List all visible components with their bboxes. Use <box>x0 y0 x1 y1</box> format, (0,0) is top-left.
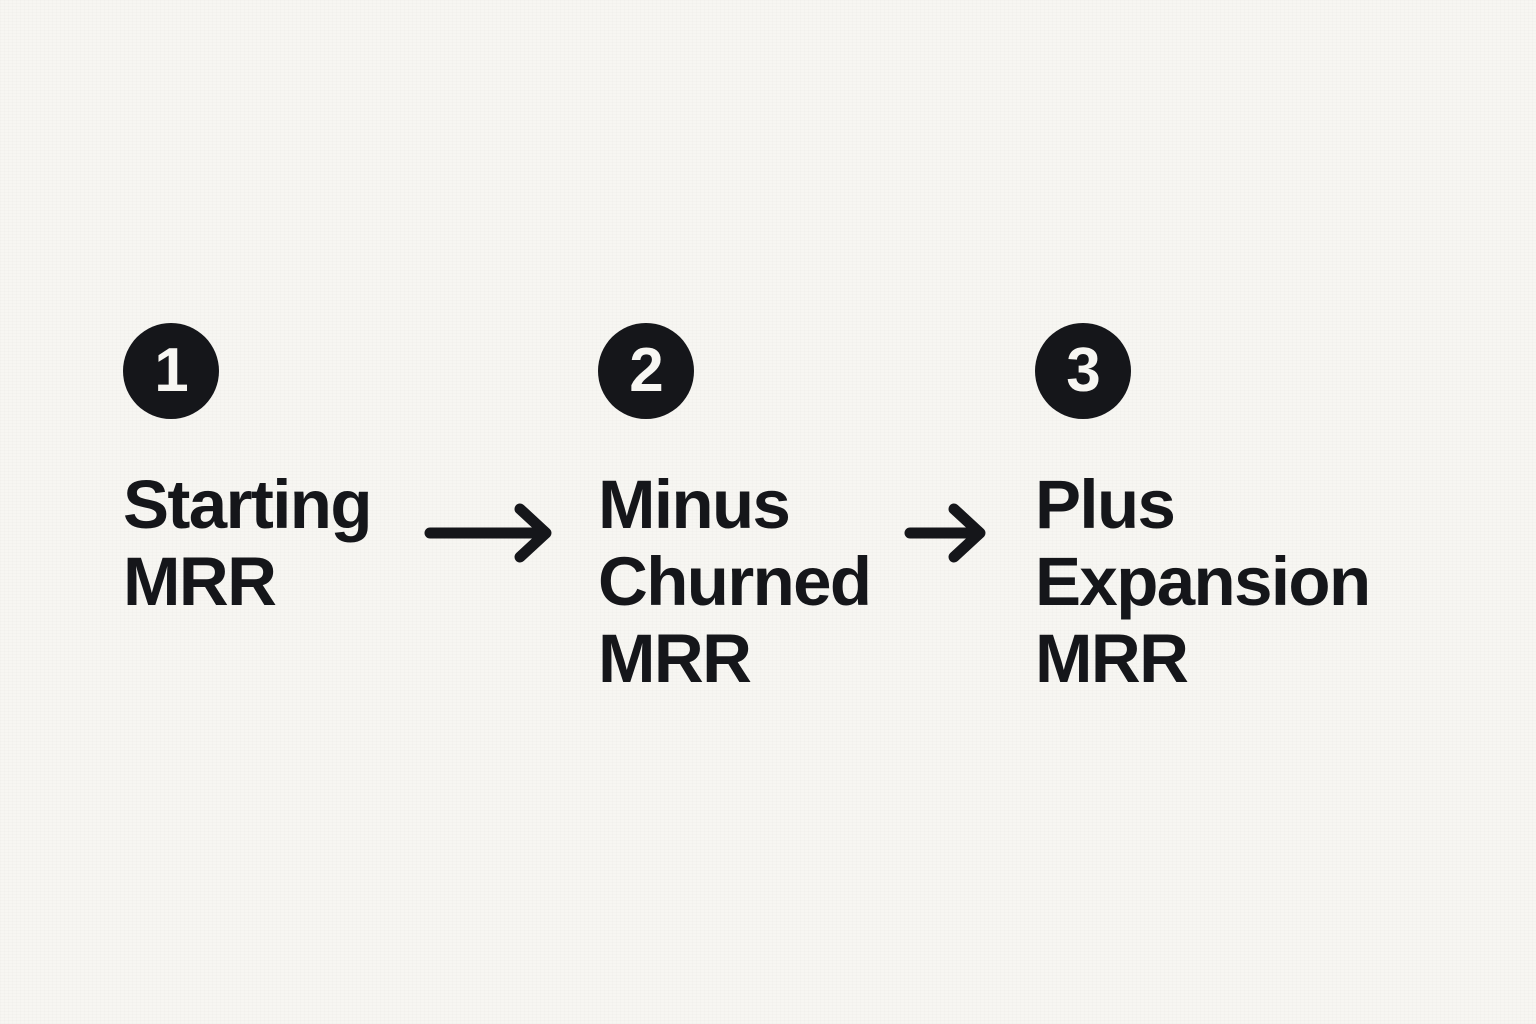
step-number-badge-2: 2 <box>598 323 694 419</box>
step-number-2: 2 <box>629 336 663 405</box>
step-number-3: 3 <box>1066 336 1100 405</box>
step-label-3: Plus Expansion MRR <box>1035 466 1371 697</box>
step-label-2: Minus Churned MRR <box>598 466 872 697</box>
flow-step-3[interactable]: 3 Plus Expansion MRR <box>1035 323 1371 697</box>
arrow-right-icon <box>424 503 552 563</box>
step-label-1: Starting MRR <box>123 466 372 620</box>
flow-step-1[interactable]: 1 Starting MRR <box>123 323 372 620</box>
flow-step-2[interactable]: 2 Minus Churned MRR <box>598 323 872 697</box>
step-number-badge-3: 3 <box>1035 323 1131 419</box>
arrow-right-icon <box>904 503 986 563</box>
step-number-badge-1: 1 <box>123 323 219 419</box>
step-number-1: 1 <box>154 336 188 405</box>
